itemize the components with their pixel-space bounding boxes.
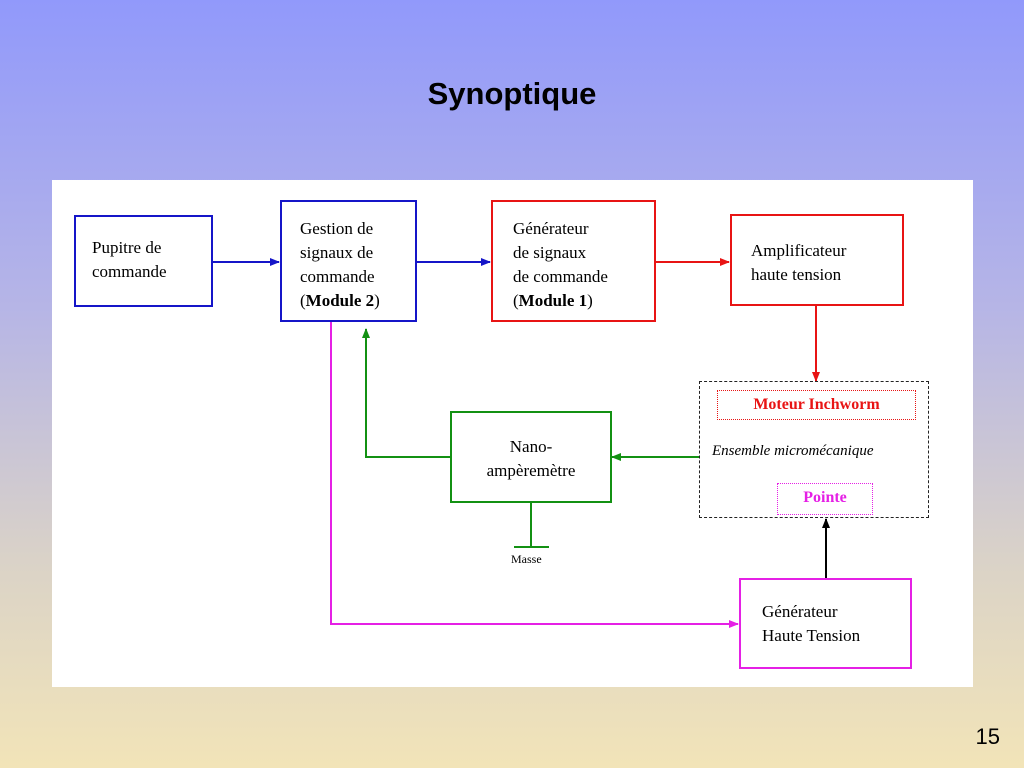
arrow-gestion-to-generateur-ht	[330, 322, 739, 628]
moteur-inchworm-label: Moteur Inchworm	[717, 390, 916, 420]
amplificateur-line1: Amplificateur	[751, 241, 847, 260]
gestion-signaux-box: Gestion de signaux de commande (Module 2…	[280, 200, 417, 322]
generateur-module: Module 1	[518, 291, 588, 310]
masse-label: Masse	[511, 552, 542, 566]
generateur-haute-tension-box: Générateur Haute Tension	[739, 578, 912, 669]
generateur-ht-line2: Haute Tension	[762, 626, 861, 645]
nano-amperemetre-box: Nano- ampèremètre	[450, 411, 612, 503]
gestion-module-open: (	[300, 291, 306, 310]
generateur-signaux-line1: Générateur	[513, 219, 589, 238]
gestion-line1: Gestion de	[300, 219, 374, 238]
generateur-module-open: (	[513, 291, 519, 310]
generateur-signaux-box: Générateur de signaux de commande (Modul…	[491, 200, 656, 322]
gestion-module: Module 2	[305, 291, 375, 310]
arrow-nano-to-gestion	[362, 328, 451, 458]
pupitre-line1: Pupitre de	[92, 238, 162, 257]
generateur-module-close: )	[587, 291, 593, 310]
diagram-panel: Pupitre de commande Gestion de signaux d…	[52, 180, 973, 687]
generateur-ht-line1: Générateur	[762, 602, 838, 621]
pointe-label: Pointe	[777, 483, 873, 515]
pupitre-de-commande-box: Pupitre de commande	[74, 215, 213, 307]
generateur-signaux-module-label: (Module 1)	[513, 289, 654, 313]
pupitre-line2: commande	[92, 262, 167, 281]
generateur-signaux-line3: de commande	[513, 267, 608, 286]
ensemble-micromecanique-label: Ensemble micromécanique	[712, 443, 874, 459]
slide-number: 15	[975, 724, 1000, 749]
gestion-line2: signaux de	[300, 243, 374, 262]
amplificateur-line2: haute tension	[751, 265, 842, 284]
gestion-line3: commande	[300, 267, 375, 286]
generateur-signaux-line2: de signaux	[513, 243, 587, 262]
diagram-connectors	[213, 258, 830, 628]
slide-title: Synoptique	[427, 76, 597, 111]
amplificateur-box: Amplificateur haute tension	[730, 214, 904, 306]
ensemble-micromecanique-box: Moteur Inchworm Ensemble micromécanique …	[699, 381, 929, 518]
nano-line1: Nano-	[509, 437, 553, 456]
nano-line2: ampèremètre	[486, 461, 576, 480]
gestion-module-label: (Module 2)	[300, 289, 415, 313]
gestion-module-close: )	[374, 291, 380, 310]
